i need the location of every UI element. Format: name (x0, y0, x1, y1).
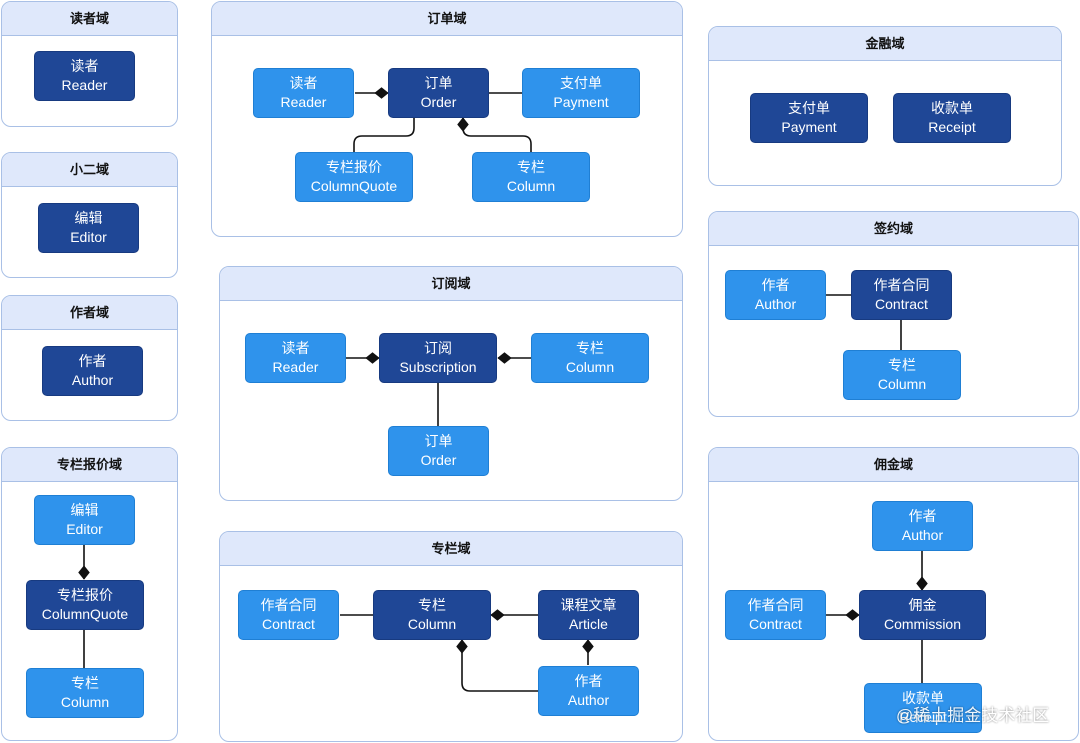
order-domain: 订单域 (211, 1, 683, 237)
domain-title: 读者域 (2, 2, 177, 36)
domain-title: 专栏域 (220, 532, 682, 566)
watermark-text: @稀土掘金技术社区 (896, 706, 1050, 725)
node-en: Contract (749, 616, 802, 632)
node-en: Article (569, 616, 608, 632)
domain-title: 签约域 (709, 212, 1078, 246)
node-zh: 佣金 (908, 597, 937, 613)
node-en: Column (877, 376, 927, 392)
node-zh: 作者 (908, 508, 937, 524)
node-article[interactable]: 课程文章 Article (538, 590, 639, 640)
node-zh: 订单 (424, 75, 453, 91)
node-order[interactable]: 订单 Order (388, 68, 489, 118)
node-en: Editor (70, 229, 107, 245)
node-zh: 作者 (761, 277, 790, 293)
node-zh: 编辑 (74, 210, 103, 226)
node-en: Reader (61, 77, 108, 93)
node-zh: 专栏报价 (57, 587, 113, 603)
node-en: Subscription (399, 359, 477, 375)
node-zh: 专栏 (517, 159, 545, 175)
node-zh: 作者合同 (747, 597, 804, 613)
node-en: Column (506, 178, 556, 194)
node-author[interactable]: 作者 Author (42, 346, 143, 396)
node-contract[interactable]: 作者合同 Contract (851, 270, 952, 320)
node-reader[interactable]: 读者 Reader (34, 51, 135, 101)
node-zh: 专栏报价 (326, 159, 382, 175)
node-author[interactable]: 作者 Author (538, 666, 639, 716)
node-columnquote[interactable]: 专栏报价 ColumnQuote (295, 152, 413, 202)
node-column[interactable]: 专栏 Column (373, 590, 491, 640)
node-zh: 作者 (78, 353, 107, 369)
node-zh: 作者合同 (873, 277, 930, 293)
node-column[interactable]: 专栏 Column (472, 152, 590, 202)
node-editor[interactable]: 编辑 Editor (38, 203, 139, 253)
node-zh: 专栏 (576, 340, 604, 356)
node-reader[interactable]: 读者 Reader (253, 68, 354, 118)
node-en: Payment (781, 119, 837, 135)
node-en: Column (565, 359, 615, 375)
node-en: Order (420, 94, 457, 110)
node-en: Editor (66, 521, 103, 537)
node-zh: 支付单 (788, 100, 830, 116)
node-en: Reader (272, 359, 319, 375)
node-en: Order (420, 452, 457, 468)
node-en: Author (901, 527, 944, 543)
node-zh: 专栏 (71, 675, 99, 691)
node-en: Receipt (899, 709, 947, 725)
node-zh: 订阅 (424, 340, 452, 356)
node-en: Reader (280, 94, 327, 110)
node-en: Author (71, 372, 114, 388)
node-zh: 读者 (70, 58, 99, 74)
node-receipt[interactable]: 收款单 Receipt (864, 683, 982, 733)
node-zh: 专栏 (418, 597, 446, 613)
node-zh: 课程文章 (560, 597, 617, 613)
node-reader[interactable]: 读者 Reader (245, 333, 346, 383)
node-author[interactable]: 作者 Author (872, 501, 973, 551)
node-author[interactable]: 作者 Author (725, 270, 826, 320)
node-column[interactable]: 专栏 Column (26, 668, 144, 718)
domain-title: 金融域 (709, 27, 1061, 61)
node-en: Contract (262, 616, 315, 632)
domain-title: 作者域 (2, 296, 177, 330)
node-commission[interactable]: 佣金 Commission (859, 590, 986, 640)
node-zh: 编辑 (70, 502, 99, 518)
domain-title: 佣金域 (709, 448, 1078, 482)
node-en: Column (60, 694, 110, 710)
node-order[interactable]: 订单 Order (388, 426, 489, 476)
node-zh: 读者 (289, 75, 318, 91)
node-subscription[interactable]: 订阅 Subscription (379, 333, 497, 383)
domain-title: 专栏报价域 (2, 448, 177, 482)
node-en: Receipt (928, 119, 976, 135)
node-editor[interactable]: 编辑 Editor (34, 495, 135, 545)
domain-title: 订阅域 (220, 267, 682, 301)
node-payment[interactable]: 支付单 Payment (750, 93, 868, 143)
node-en: Author (567, 692, 610, 708)
node-zh: 收款单 (931, 100, 973, 116)
node-payment[interactable]: 支付单 Payment (522, 68, 640, 118)
node-zh: 订单 (424, 433, 453, 449)
node-receipt[interactable]: 收款单 Receipt (893, 93, 1011, 143)
reader-domain: 读者域 (1, 1, 178, 127)
node-zh: 作者合同 (260, 597, 317, 613)
domain-title: 订单域 (212, 2, 682, 36)
domain-title: 小二域 (2, 153, 177, 187)
node-zh: 收款单 (902, 690, 944, 706)
node-en: Commission (883, 616, 961, 632)
node-en: Payment (553, 94, 609, 110)
node-en: Contract (875, 296, 928, 312)
node-column[interactable]: 专栏 Column (843, 350, 961, 400)
node-en: Column (407, 616, 457, 632)
node-zh: 作者 (574, 673, 603, 689)
node-contract[interactable]: 作者合同 Contract (725, 590, 826, 640)
node-zh: 支付单 (560, 75, 602, 91)
node-contract[interactable]: 作者合同 Contract (238, 590, 339, 640)
node-zh: 读者 (281, 340, 310, 356)
node-zh: 专栏 (888, 357, 916, 373)
node-column[interactable]: 专栏 Column (531, 333, 649, 383)
node-en: Author (754, 296, 797, 312)
node-en: ColumnQuote (41, 606, 129, 622)
node-columnquote[interactable]: 专栏报价 ColumnQuote (26, 580, 144, 630)
node-en: ColumnQuote (310, 178, 398, 194)
